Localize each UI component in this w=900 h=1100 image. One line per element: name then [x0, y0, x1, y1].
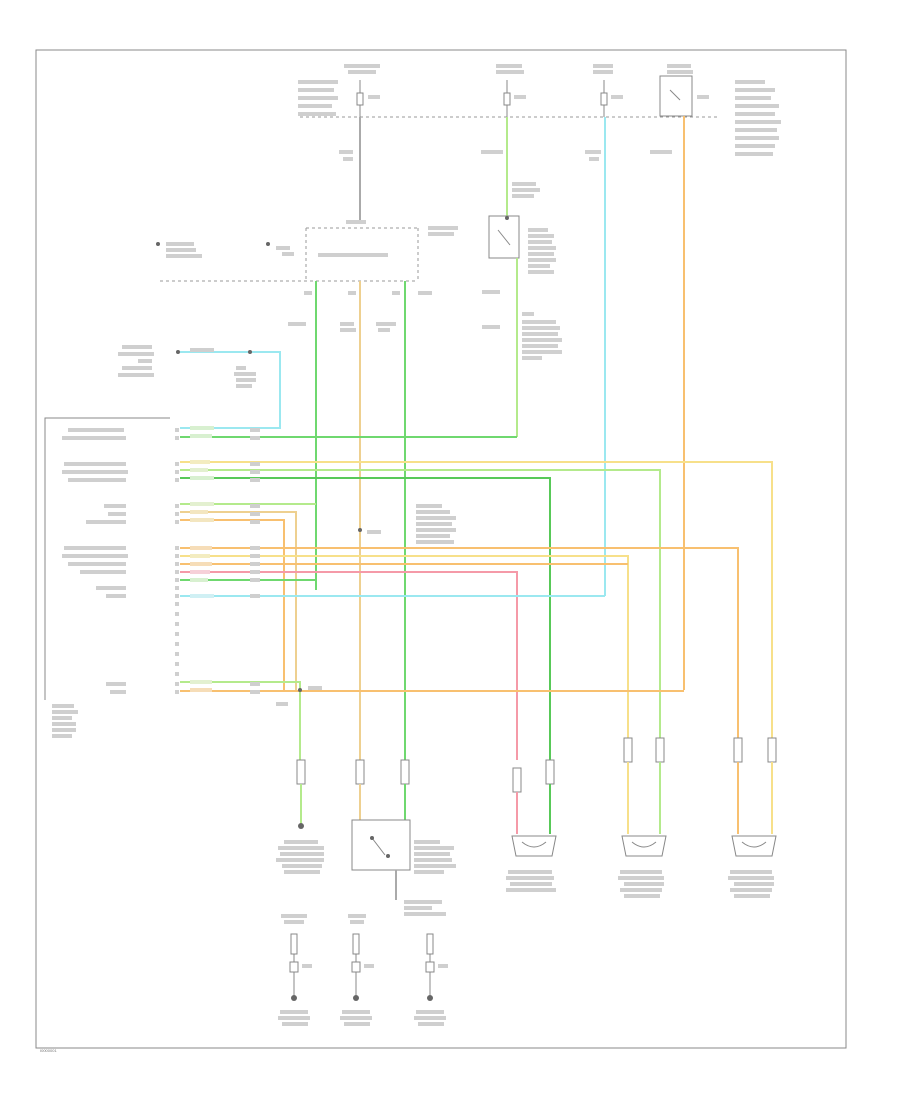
fuse-panel-label — [298, 80, 338, 116]
wire-lf-sensor-lo — [180, 547, 739, 738]
brake-on-off-switch — [351, 819, 456, 874]
wire-labels-top — [339, 150, 672, 198]
wire-brake-3 — [180, 519, 285, 690]
figure-id: I0000001 — [40, 1048, 57, 1053]
pcm-pin-labels — [288, 291, 432, 332]
splice-brake — [276, 528, 381, 706]
relay-label — [735, 80, 781, 156]
wire-brake-lower-1 — [180, 681, 301, 760]
lower-connectors — [296, 737, 777, 793]
fuse-headers — [344, 64, 693, 74]
fuse-2 — [503, 80, 526, 117]
wire-rf-sensor-lo — [180, 555, 629, 738]
fuse-1 — [356, 80, 380, 117]
right-front-sensor — [618, 835, 667, 898]
connector-label-mid — [482, 290, 562, 360]
fuse-3 — [600, 80, 623, 117]
switch-lower-labels — [404, 900, 446, 916]
wire-rf-sensor-hi — [180, 469, 661, 738]
ground-right — [414, 933, 448, 1026]
diag-connector-labels — [176, 348, 256, 388]
brake-pressure-switch — [428, 215, 556, 274]
relay-top-right — [659, 75, 709, 117]
abs-pin-numbers — [175, 428, 179, 694]
pcm-block — [156, 220, 419, 282]
ground-left — [278, 914, 312, 1026]
stop-lamp-switch — [276, 823, 324, 874]
abs-module — [44, 417, 170, 738]
left-front-sensor — [728, 835, 777, 898]
abs-pin-labels — [62, 345, 154, 694]
brake-label-block — [416, 504, 456, 544]
wire-diag-cyan — [180, 351, 281, 429]
rear-abs-sensor — [506, 835, 557, 892]
ground-mid — [340, 914, 374, 1026]
diagram-border — [35, 49, 847, 1049]
wire-rear-sensor-lo — [180, 477, 551, 760]
wire-code-labels — [190, 426, 260, 694]
wire-lf-sensor-hi — [180, 461, 773, 738]
wire-brake-2 — [180, 511, 297, 690]
wire-rear-sensor-pink — [180, 571, 518, 760]
